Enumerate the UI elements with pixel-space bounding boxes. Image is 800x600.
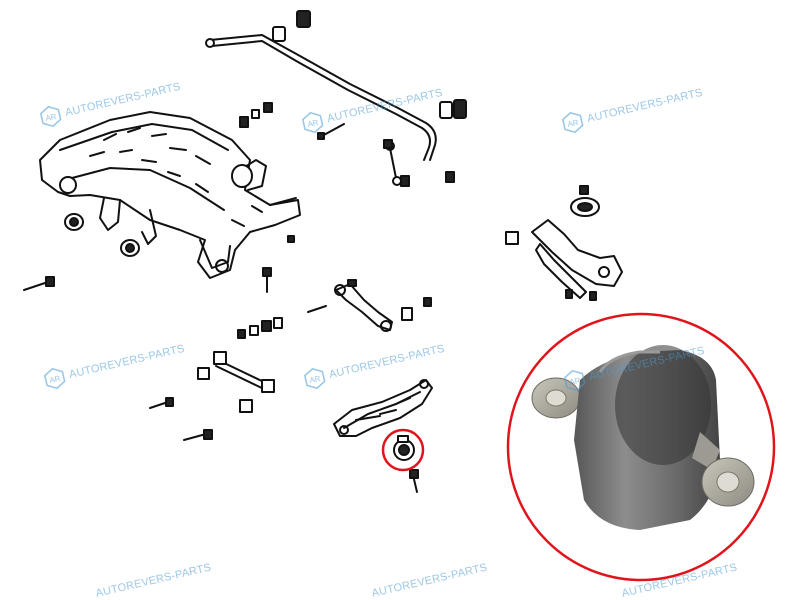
- subframe-bolts: [23, 235, 295, 293]
- lower-control-arm: [333, 379, 433, 493]
- subframe-bushings: [64, 164, 253, 257]
- trailing-arm: [505, 185, 623, 301]
- stabilizer-bar: [205, 10, 467, 161]
- middle-hardware: [237, 317, 283, 339]
- bushing-photo: [531, 345, 755, 530]
- highlight-marker-circle: [381, 428, 425, 472]
- stabilizer-link: [383, 139, 455, 187]
- upper-arm: [307, 279, 432, 332]
- stabilizer-hardware: [239, 102, 345, 140]
- highlighted-bushing-small: [393, 435, 415, 461]
- rear-subframe: [39, 111, 301, 279]
- toe-link: [149, 351, 275, 441]
